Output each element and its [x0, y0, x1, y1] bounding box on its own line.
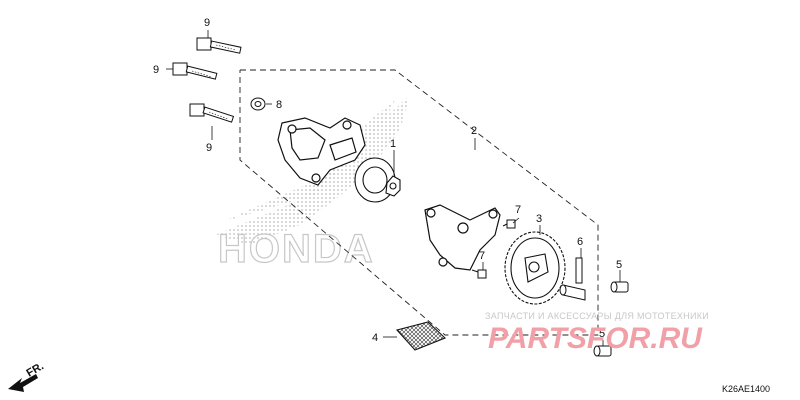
oil-strainer-4	[395, 321, 447, 351]
driven-sprocket-3	[504, 231, 566, 305]
callout-8: 8	[276, 99, 282, 111]
callout-7-upper: 7	[515, 204, 521, 216]
watermark-logo: PARTSFOR.RU	[488, 322, 703, 355]
callout-5-lower: 5	[599, 328, 605, 340]
callout-9-middle: 9	[153, 64, 159, 76]
callout-9-top: 9	[204, 17, 210, 29]
front-label: FR.	[25, 360, 46, 379]
bolt-9-bottom	[189, 103, 235, 123]
callout-1: 1	[390, 138, 396, 150]
watermark-tagline: ЗАПЧАСТИ И АКСЕССУАРЫ ДЛЯ МОТОТЕХНИКИ	[485, 311, 709, 321]
callout-7-lower: 7	[479, 250, 485, 262]
honda-word-watermark: HONDA	[218, 227, 375, 271]
screw-7-lower	[471, 269, 487, 279]
callout-2: 2	[471, 125, 477, 137]
callout-4: 4	[372, 332, 378, 344]
bolt-9-middle	[172, 62, 218, 80]
callout-5-upper: 5	[616, 259, 622, 271]
leader-lines	[166, 30, 621, 346]
honda-wing-watermark: HONDA	[215, 95, 410, 272]
pump-shaft	[559, 284, 586, 301]
assembly-outline	[239, 69, 599, 336]
bolt-9-top	[196, 37, 242, 54]
callout-9-bottom: 9	[206, 142, 212, 154]
callout-3: 3	[536, 213, 542, 225]
oil-pump-body	[277, 117, 366, 186]
diagram-code: K26AE1400	[722, 384, 770, 394]
pump-rotor-1	[354, 157, 401, 203]
collar-5-lower	[593, 345, 612, 357]
front-direction-arrow: FR.	[8, 360, 46, 392]
collar-5-upper	[610, 281, 629, 293]
collar-8	[250, 97, 266, 111]
callout-6: 6	[577, 236, 583, 248]
screw-7-upper	[502, 219, 516, 229]
pump-cover-plate	[424, 204, 501, 271]
pin-6	[575, 257, 583, 284]
